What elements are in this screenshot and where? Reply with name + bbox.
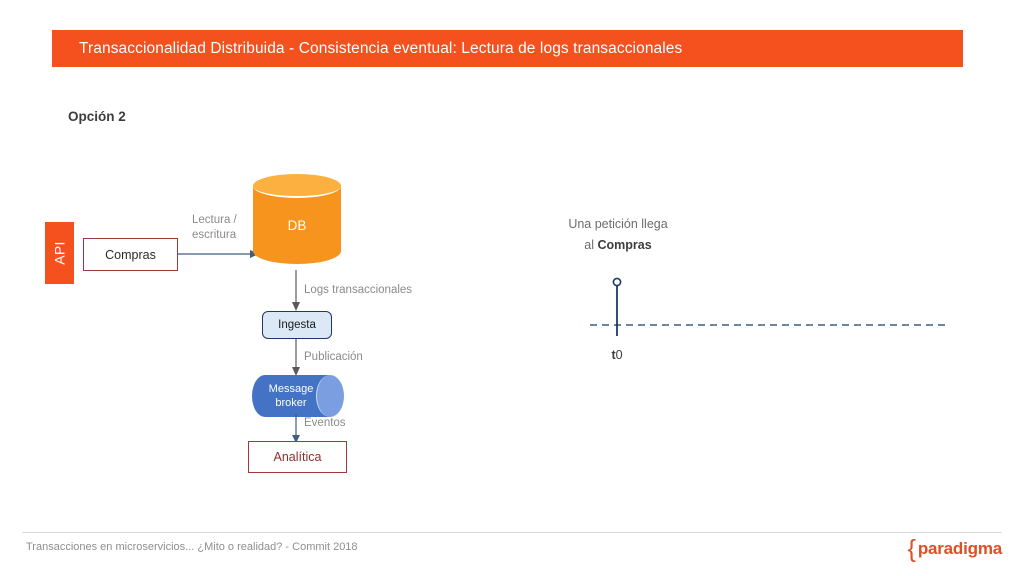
analitica-node: Analítica (248, 441, 347, 473)
ingesta-node-label: Ingesta (278, 319, 316, 331)
brand-name: paradigma (917, 539, 1002, 558)
edge-label-publicacion: Publicación (304, 351, 363, 363)
slide-title-bar: Transaccionalidad Distribuida - Consiste… (52, 30, 963, 67)
compras-node-label: Compras (105, 247, 156, 262)
arrow-ingesta-to-broker (292, 339, 300, 376)
edge-label-eventos: Eventos (304, 417, 346, 429)
db-cylinder-top (253, 174, 341, 198)
page-title: Transaccionalidad Distribuida - Consiste… (79, 39, 683, 57)
timeline-caption: Una petición llega al Compras (541, 214, 695, 256)
db-node-label: DB (287, 218, 307, 233)
ingesta-node: Ingesta (262, 311, 332, 339)
edge-label-logs-transaccionales: Logs transaccionales (304, 284, 413, 296)
analitica-node-label: Analítica (273, 450, 322, 464)
edge-label-line-2: escritura (192, 229, 237, 241)
arrow-compras-to-db (178, 250, 259, 258)
broker-label-line-1: Message (268, 383, 314, 395)
footer-text: Transacciones en microservicios... ¿Mito… (26, 541, 358, 553)
section-label: Opción 2 (68, 109, 126, 124)
api-node-label: API (51, 241, 68, 265)
message-broker-node: Message broker (252, 375, 344, 417)
footer-divider (22, 532, 1002, 533)
broker-cylinder-cap (316, 375, 344, 417)
api-node: API (45, 222, 74, 284)
timeline-axis (590, 277, 945, 336)
message-broker-node-label: Message broker (252, 382, 330, 410)
edge-label-lectura-escritura: Lectura / escritura (192, 213, 254, 243)
paradigma-logo: { paradigma (907, 535, 1002, 563)
timeline-caption-prefix: al (584, 238, 598, 252)
timeline-tick-label-t0: t0 (592, 348, 642, 362)
arrow-broker-to-analitica (292, 414, 300, 443)
compras-node: Compras (83, 238, 178, 271)
timeline-caption-line-1: Una petición llega (568, 217, 668, 231)
timeline-caption-line-2: al Compras (541, 235, 695, 256)
timeline-tick-suffix: 0 (615, 348, 623, 362)
db-node: DB (253, 174, 341, 270)
brace-icon: { (907, 535, 916, 563)
timeline-event-marker (612, 277, 622, 287)
db-cylinder-body (253, 185, 341, 264)
timeline-caption-emphasis: Compras (597, 238, 652, 252)
timeline-tick-prefix: t (611, 348, 616, 362)
broker-label-line-2: broker (275, 397, 307, 409)
edge-label-line-1: Lectura / (192, 214, 237, 226)
arrow-db-to-ingesta (292, 270, 300, 311)
